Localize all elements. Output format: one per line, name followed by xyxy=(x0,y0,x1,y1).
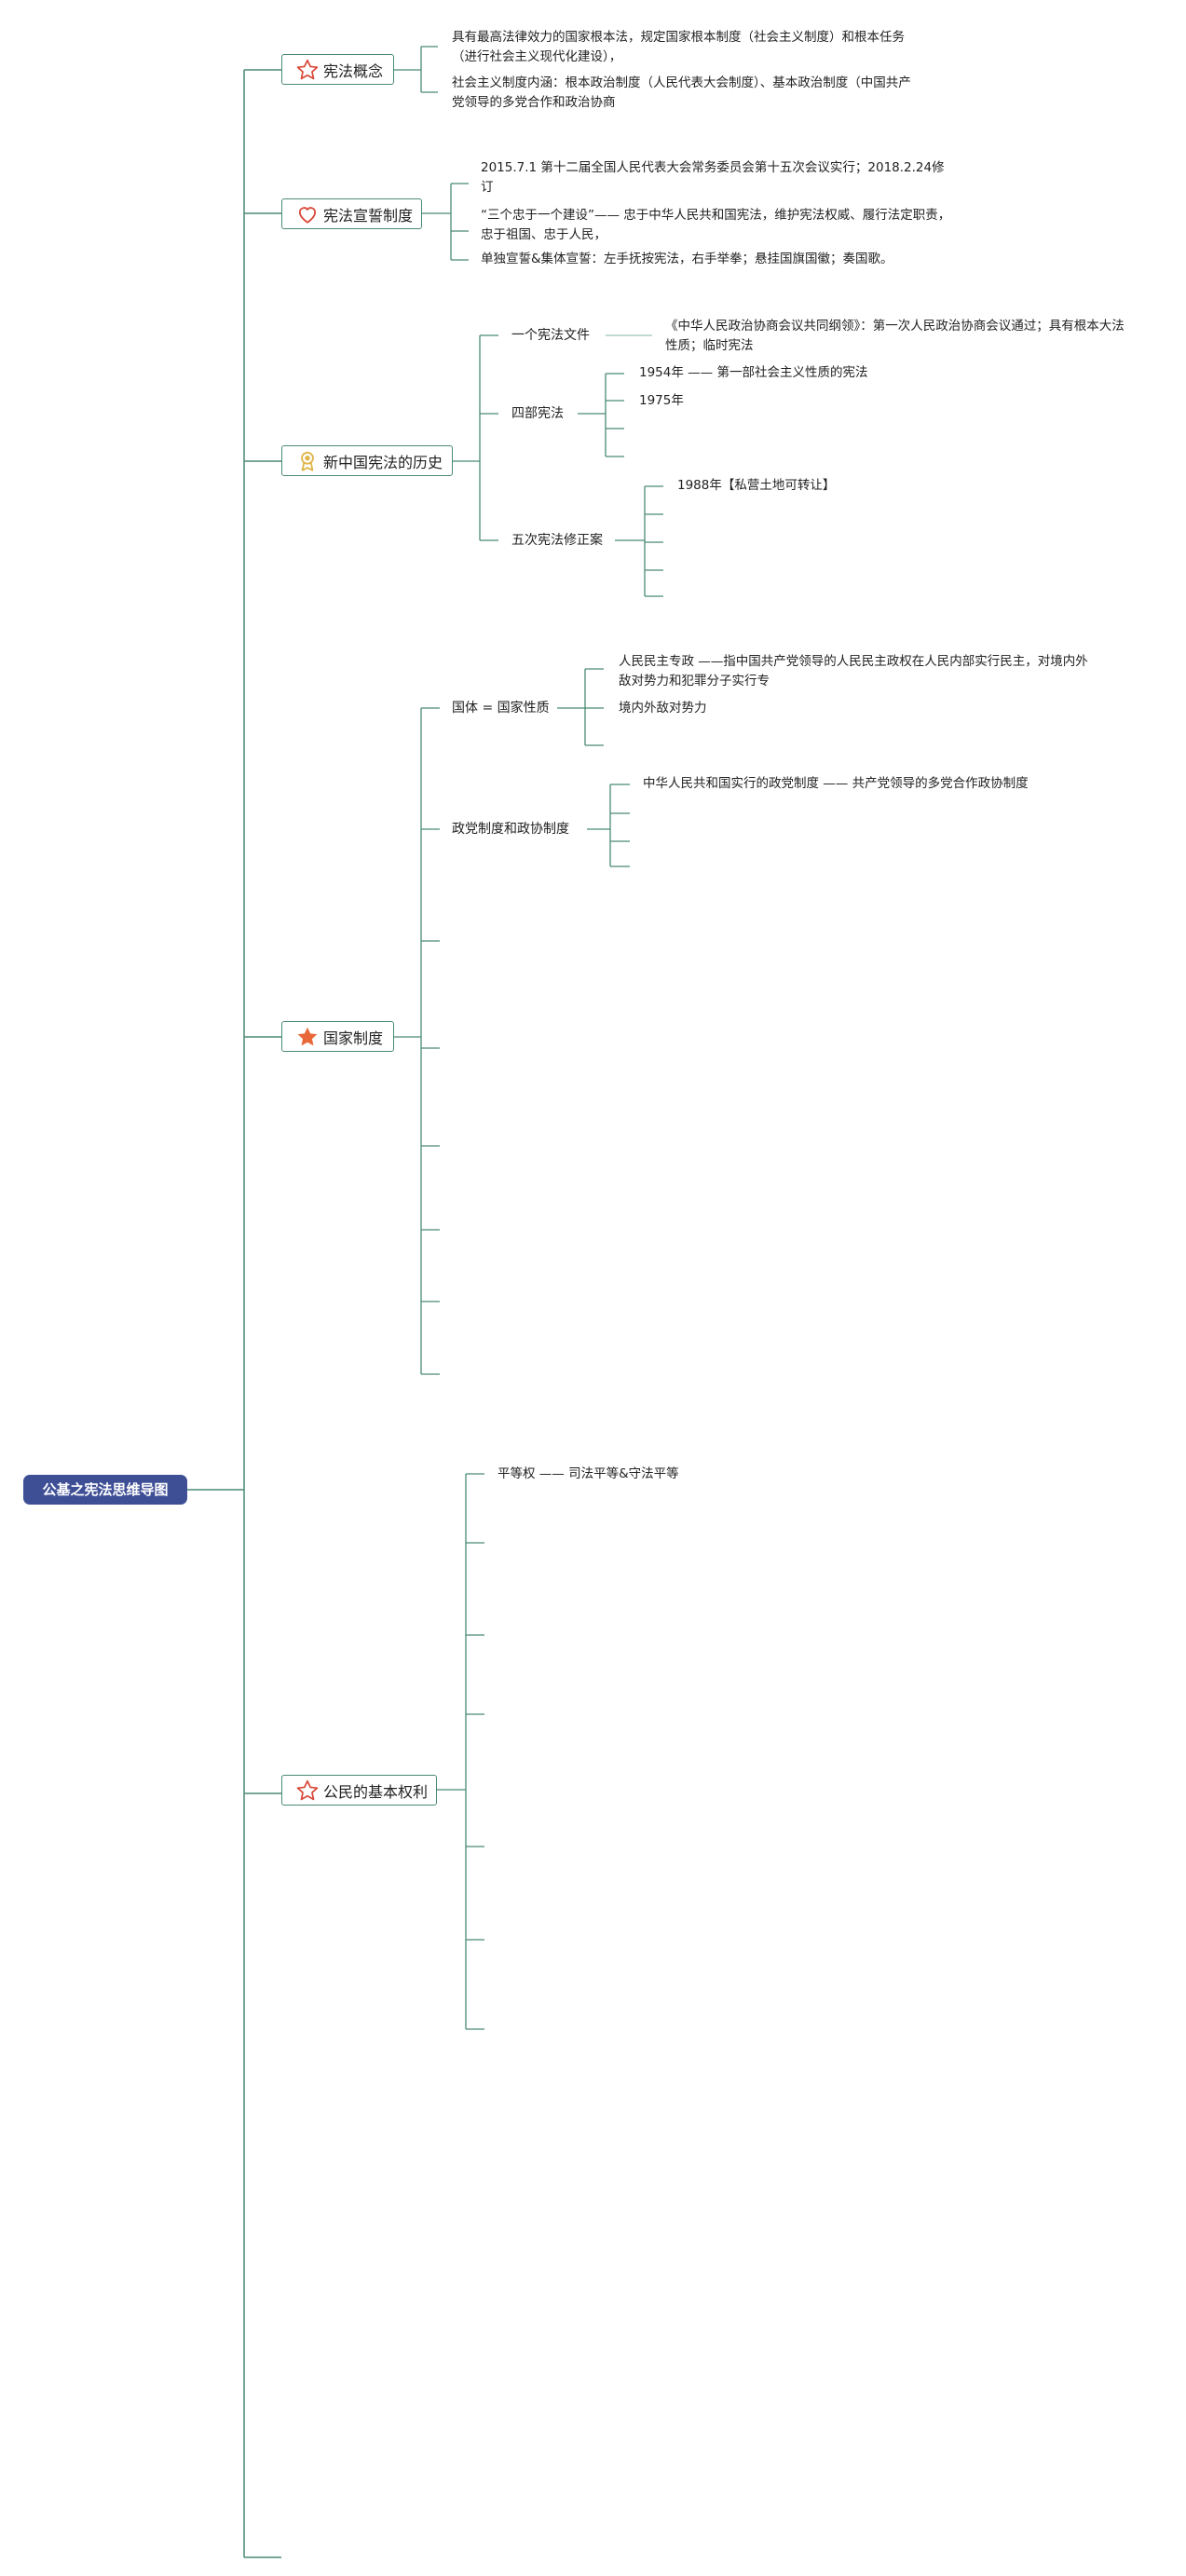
subtopic-state-nature[interactable]: 国体 = 国家性质 xyxy=(452,701,550,716)
leaf-node[interactable]: 平等权 —— 司法平等&守法平等 xyxy=(498,1466,679,1481)
central-topic[interactable]: 公基之宪法思维导图 xyxy=(23,1475,187,1505)
leaf-node[interactable]: 具有最高法律效力的国家根本法，规定国家根本制度（社会主义制度）和根本任务（进行社… xyxy=(452,30,905,64)
award-ribbon-icon xyxy=(301,451,314,471)
subtopic-one-document[interactable]: 一个宪法文件 xyxy=(511,328,590,343)
topic-label: 宪法概念 xyxy=(323,61,384,80)
leaf-node[interactable]: 境内外敌对势力 xyxy=(619,701,707,716)
leaf-node[interactable]: 人民民主专政 ——指中国共产党领导的人民民主政权在人民内部实行民主，对境内外敌对… xyxy=(619,654,1088,688)
leaf-node[interactable]: 中华人民共和国实行的政党制度 —— 共产党领导的多党合作政协制度 xyxy=(643,776,1029,791)
star-outline-icon xyxy=(296,59,319,79)
leaf-node[interactable]: 单独宣誓&集体宣誓：左手抚按宪法，右手举拳；悬挂国旗国徽；奏国歌。 xyxy=(481,252,893,266)
topic-constitution-history[interactable]: 新中国宪法的历史 xyxy=(281,445,453,476)
leaf-node[interactable]: 2015.7.1 第十二届全国人民代表大会常务委员会第十五次会议实行；2018.… xyxy=(481,160,945,195)
topic-label: 公民的基本权利 xyxy=(323,1782,429,1801)
star-filled-icon xyxy=(297,1027,318,1045)
leaf-node[interactable]: 1988年【私营土地可转让】 xyxy=(677,478,836,493)
leaf-node[interactable]: 1975年 xyxy=(639,393,684,408)
topic-label: 宪法宣誓制度 xyxy=(323,206,414,225)
topic-oath-system[interactable]: 宪法宣誓制度 xyxy=(281,198,422,229)
heart-outline-icon xyxy=(298,206,317,224)
topic-constitution-concept[interactable]: 宪法概念 xyxy=(281,54,394,85)
leaf-node[interactable]: 社会主义制度内涵：根本政治制度（人民代表大会制度）、基本政治制度（中国共产党领导… xyxy=(452,75,911,110)
topic-label: 国家制度 xyxy=(323,1029,384,1047)
leaf-node[interactable]: “三个忠于一个建设”—— 忠于中华人民共和国宪法，维护宪法权威、履行法定职责，忠… xyxy=(481,208,951,242)
subtopic-five-amendments[interactable]: 五次宪法修正案 xyxy=(511,533,603,548)
subtopic-four-constitutions[interactable]: 四部宪法 xyxy=(511,406,564,421)
star-outline-icon xyxy=(296,1779,319,1800)
topic-state-system[interactable]: 国家制度 xyxy=(281,1021,394,1052)
topic-citizen-rights[interactable]: 公民的基本权利 xyxy=(281,1775,437,1806)
leaf-node[interactable]: 1954年 —— 第一部社会主义性质的宪法 xyxy=(639,365,868,380)
leaf-node[interactable]: 《中华人民政治协商会议共同纲领》：第一次人民政治协商会议通过；具有根本大法性质；… xyxy=(665,319,1125,353)
topic-label: 新中国宪法的历史 xyxy=(323,453,443,471)
subtopic-party-system[interactable]: 政党制度和政协制度 xyxy=(452,822,569,837)
